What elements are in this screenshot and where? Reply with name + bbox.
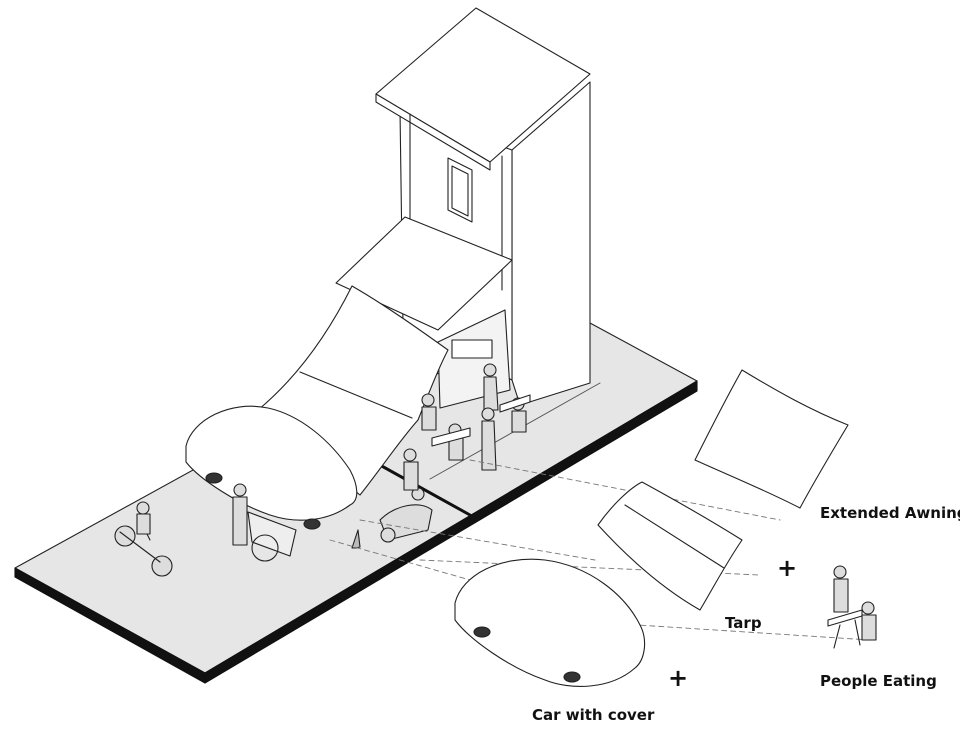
people-eating-label: People Eating xyxy=(820,672,937,690)
exploded-extended-awning xyxy=(694,369,849,509)
counter xyxy=(451,339,493,359)
plus-sign: + xyxy=(668,664,689,692)
street-slab-right-edge xyxy=(204,380,698,684)
diners-near-shop xyxy=(403,363,531,491)
car-wheel xyxy=(563,671,581,683)
motorbike-rider xyxy=(114,501,173,577)
car-wheel xyxy=(303,518,321,530)
tarp-label: Tarp xyxy=(725,614,762,632)
roof-fascia xyxy=(375,93,491,171)
car-wheel xyxy=(205,472,223,484)
awning-seam xyxy=(299,371,413,419)
exploded-people-eating xyxy=(827,565,877,649)
scooter-rider xyxy=(379,487,433,543)
upper-window xyxy=(447,157,473,223)
exploded-tarp xyxy=(597,481,743,611)
exploded-car-with-cover xyxy=(454,558,646,687)
car-wheel xyxy=(473,626,491,638)
car-with-cover-label: Car with cover xyxy=(532,706,655,724)
shophouse-building xyxy=(335,7,591,409)
upper-awning xyxy=(335,216,513,331)
street-vendor-with-cart xyxy=(232,483,297,562)
plus-sign: + xyxy=(777,554,798,582)
tarp-seam xyxy=(624,504,725,569)
street-figures xyxy=(114,363,531,577)
extended-awning-label: Extended Awning xyxy=(820,504,960,522)
